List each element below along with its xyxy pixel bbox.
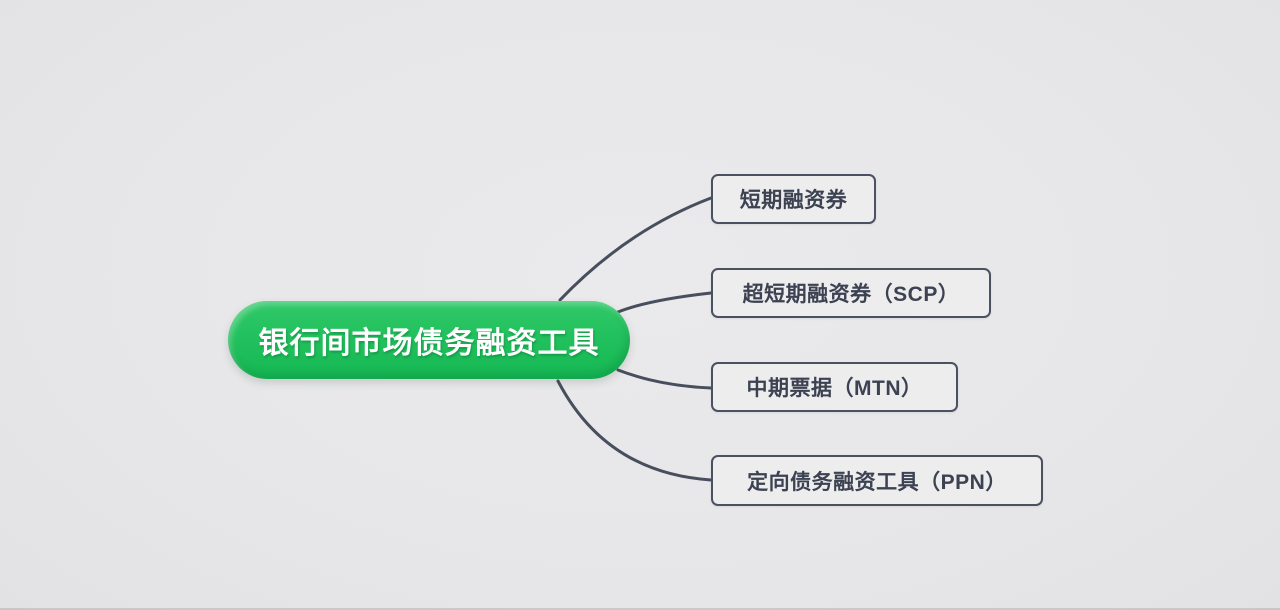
connector-root-to-child-1 — [558, 196, 713, 302]
connector-root-to-child-3 — [616, 368, 713, 390]
child-node-label: 定向债务融资工具（PPN） — [747, 470, 1007, 494]
root-node[interactable]: 银行间市场债务融资工具 — [228, 301, 630, 379]
root-node-label: 银行间市场债务融资工具 — [258, 327, 600, 360]
child-node-label: 短期融资券 — [739, 189, 848, 212]
child-node-label: 超短期融资券（SCP） — [742, 283, 960, 306]
connector-root-to-child-2 — [616, 291, 713, 314]
child-node-ppn[interactable]: 定向债务融资工具（PPN） — [711, 455, 1043, 506]
connector-root-to-child-4 — [556, 379, 713, 482]
child-node-mtn[interactable]: 中期票据（MTN） — [711, 362, 958, 412]
child-node-label: 中期票据（MTN） — [746, 377, 923, 400]
child-node-scp[interactable]: 超短期融资券（SCP） — [711, 268, 991, 318]
child-node-short-term-bills[interactable]: 短期融资券 — [711, 174, 876, 224]
